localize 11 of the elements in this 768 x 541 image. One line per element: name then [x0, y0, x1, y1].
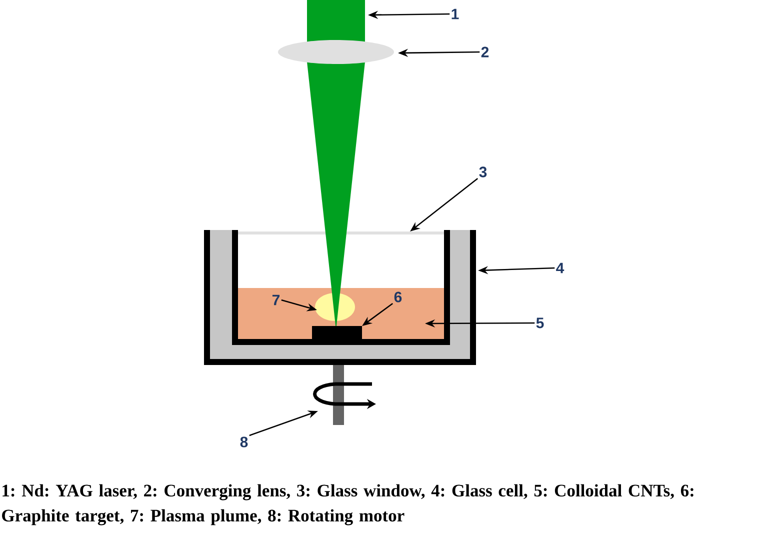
callout-number: 4 [556, 262, 564, 274]
callout-number: 1 [452, 8, 459, 20]
lens [278, 40, 394, 64]
caption: 1: Nd: YAG laser, 2: Converging lens, 3: Glass window, 4: Glass cell, 5: Colloidal CNTs, 6: Graphite target, 7: Plasma plume, 8: Rotating motor [2, 484, 694, 526]
callout-number: 6 [394, 292, 402, 302]
callout-number: 3 [479, 166, 487, 178]
callout-number: 8 [240, 436, 248, 448]
callout-number: 7 [272, 294, 280, 306]
callout-number: 5 [536, 318, 544, 328]
graphite-target [312, 326, 362, 339]
callout-number: 2 [481, 46, 489, 58]
